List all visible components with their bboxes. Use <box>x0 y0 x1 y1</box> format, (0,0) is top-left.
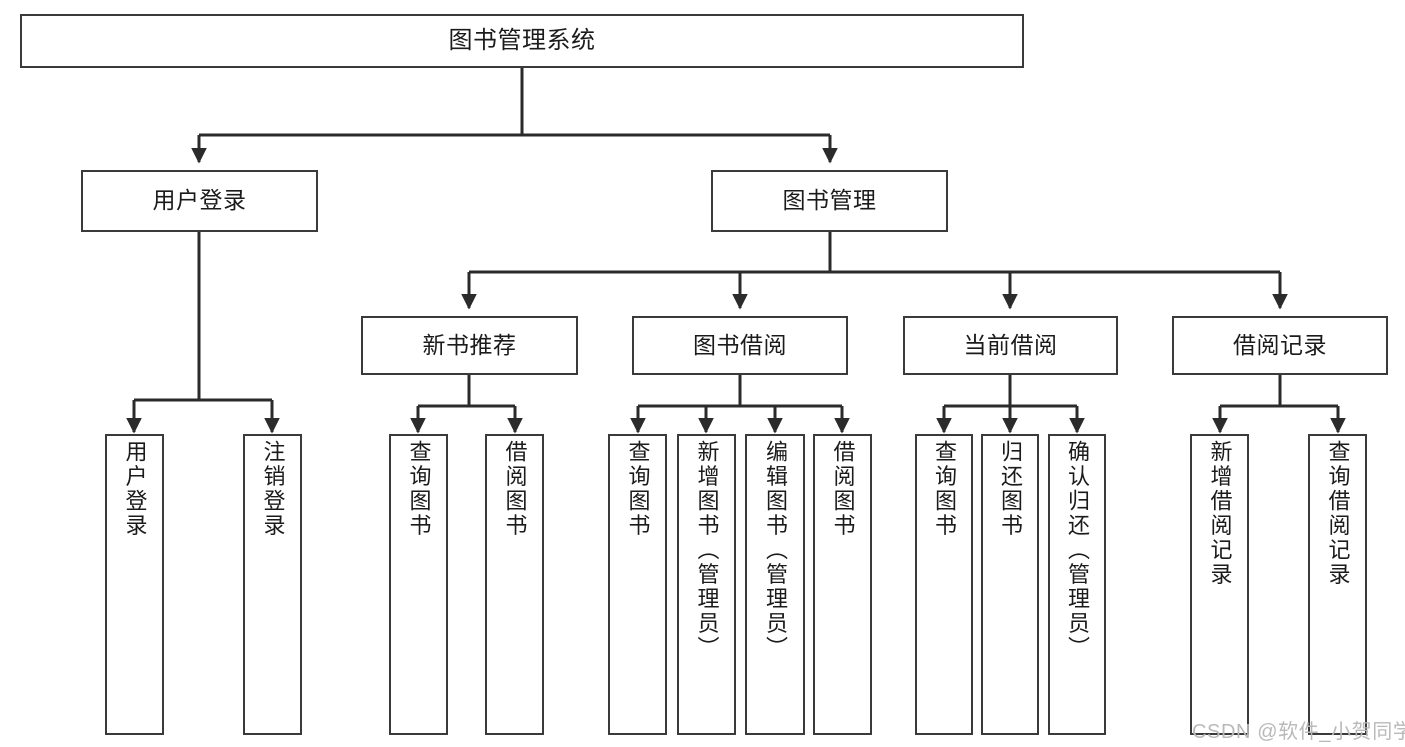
node-label: 用户登录 <box>152 187 247 214</box>
leaf-book-borrow-borrow-book[interactable]: 借阅图书 <box>813 434 872 735</box>
node-label: 借阅图书 <box>830 440 856 538</box>
leaf-borrow-record-query-record[interactable]: 查询借阅记录 <box>1308 434 1367 735</box>
leaf-current-borrow-return-book[interactable]: 归还图书 <box>981 434 1039 735</box>
leaf-user-login-logout[interactable]: 注销登录 <box>243 434 302 735</box>
node-label: 新书推荐 <box>422 331 517 358</box>
node-book-borrow[interactable]: 图书借阅 <box>632 316 848 375</box>
node-label: 新增借阅记录 <box>1207 440 1233 587</box>
node-label: 确认归还（管理员） <box>1065 440 1090 661</box>
leaf-new-book-query-book[interactable]: 查询图书 <box>389 434 448 735</box>
node-label: 新增图书（管理员） <box>694 440 720 661</box>
node-label: 查询借阅记录 <box>1325 440 1351 587</box>
node-label: 借阅记录 <box>1233 331 1327 358</box>
node-label: 归还图书 <box>998 440 1023 538</box>
node-new-book-recommend[interactable]: 新书推荐 <box>361 316 578 375</box>
node-borrow-record[interactable]: 借阅记录 <box>1172 316 1388 375</box>
watermark-text: CSDN @软件_小贺同学 <box>1192 721 1405 743</box>
node-label: 图书管理 <box>782 187 877 214</box>
leaf-current-borrow-query-book[interactable]: 查询图书 <box>915 434 973 735</box>
node-root-book-management-system[interactable]: 图书管理系统 <box>20 14 1024 68</box>
node-label: 注销登录 <box>260 440 286 538</box>
leaf-book-borrow-edit-book-admin[interactable]: 编辑图书（管理员） <box>745 434 805 735</box>
node-label: 图书借阅 <box>693 331 787 358</box>
node-label: 借阅图书 <box>502 440 528 538</box>
leaf-borrow-record-add-record[interactable]: 新增借阅记录 <box>1190 434 1249 735</box>
leaf-book-borrow-add-book-admin[interactable]: 新增图书（管理员） <box>677 434 736 735</box>
node-label: 图书管理系统 <box>448 26 596 54</box>
node-label: 查询图书 <box>625 440 651 538</box>
node-label: 当前借阅 <box>963 331 1058 358</box>
leaf-current-borrow-confirm-return-admin[interactable]: 确认归还（管理员） <box>1048 434 1106 735</box>
node-label: 查询图书 <box>932 440 957 538</box>
node-label: 编辑图书（管理员） <box>763 440 788 661</box>
leaf-book-borrow-query-book[interactable]: 查询图书 <box>608 434 667 735</box>
node-user-login[interactable]: 用户登录 <box>81 170 318 232</box>
node-label: 用户登录 <box>122 440 148 538</box>
node-current-borrow[interactable]: 当前借阅 <box>903 316 1118 375</box>
node-label: 查询图书 <box>406 440 432 538</box>
leaf-user-login-login[interactable]: 用户登录 <box>105 434 164 735</box>
leaf-new-book-borrow-book[interactable]: 借阅图书 <box>485 434 544 735</box>
node-book-management[interactable]: 图书管理 <box>711 170 948 232</box>
